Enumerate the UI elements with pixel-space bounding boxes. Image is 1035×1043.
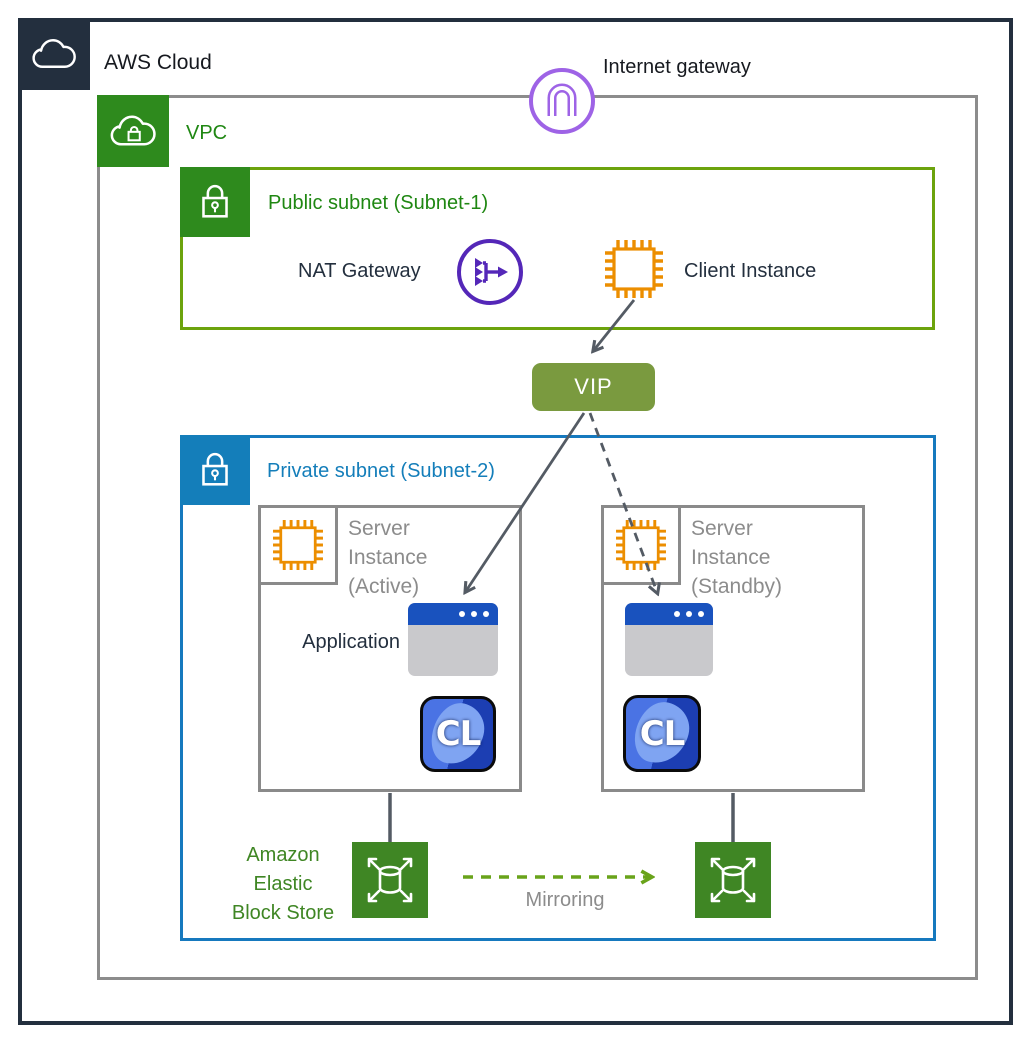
server-active-line1: Server — [348, 517, 410, 540]
cl-badge-text: CL — [435, 714, 482, 754]
aws-cloud-icon — [18, 18, 90, 90]
server-active-label: Server Instance (Active) — [348, 514, 427, 601]
mirroring-label: Mirroring — [525, 889, 605, 911]
public-subnet-lock-icon — [180, 167, 250, 237]
lock-icon — [202, 452, 228, 486]
ebs-volume-glyph — [710, 857, 756, 903]
private-subnet-label: Private subnet (Subnet-2) — [267, 460, 495, 482]
aws-cloud-label: AWS Cloud — [104, 51, 212, 74]
ebs-label-line2: Elastic — [253, 873, 313, 895]
window-dot — [459, 611, 465, 617]
vip-label: VIP — [574, 374, 613, 399]
server-standby-line3: (Standby) — [691, 575, 783, 598]
window-title-bar — [408, 603, 498, 625]
server-standby-line2: Instance — [691, 546, 771, 569]
public-subnet-label: Public subnet (Subnet-1) — [268, 192, 489, 214]
nat-gateway-glyph — [457, 239, 523, 305]
vip-badge: VIP — [532, 363, 655, 411]
public-subnet-container — [180, 167, 935, 330]
ebs-primary-icon — [352, 842, 428, 918]
server-standby-line1: Server — [691, 517, 753, 540]
ebs-volume-glyph — [367, 857, 413, 903]
nat-gateway-label: NAT Gateway — [298, 260, 421, 282]
application-window-icon-active — [408, 603, 498, 676]
window-dot — [471, 611, 477, 617]
application-window-icon-standby — [625, 603, 713, 676]
cl-badge-text: CL — [639, 713, 686, 754]
private-subnet-lock-icon — [180, 435, 250, 505]
cloud-lock-icon — [110, 115, 156, 146]
server-active-line2: Instance — [348, 546, 428, 569]
ec2-chip-icon — [605, 240, 663, 298]
vpc-icon — [97, 95, 169, 167]
ebs-label-line3: Block Store — [231, 902, 335, 924]
window-title-bar — [625, 603, 713, 625]
ec2-chip-icon — [273, 520, 323, 570]
client-instance-icon — [598, 233, 670, 305]
gateway-arch-icon — [547, 83, 577, 116]
server-standby-label: Server Instance (Standby) — [691, 514, 782, 601]
client-instance-label: Client Instance — [684, 260, 817, 282]
ebs-secondary-icon — [695, 842, 771, 918]
cluster-badge-active: CL — [420, 696, 496, 772]
internet-gateway-icon — [529, 68, 595, 134]
internet-gateway-label: Internet gateway — [603, 56, 751, 78]
cluster-badge-standby: CL — [623, 695, 701, 772]
application-label: Application — [302, 631, 400, 653]
window-dot — [674, 611, 680, 617]
nat-gateway-icon — [455, 237, 525, 307]
window-dot — [686, 611, 692, 617]
ebs-label: Amazon Elastic Block Store — [208, 841, 358, 928]
lock-icon — [202, 184, 228, 218]
server-standby-chip-box — [601, 505, 681, 585]
ec2-chip-icon — [616, 520, 666, 570]
window-dot — [483, 611, 489, 617]
server-active-chip-box — [258, 505, 338, 585]
cloud-icon — [32, 39, 76, 68]
vpc-label: VPC — [186, 122, 228, 144]
ebs-label-line1: Amazon — [246, 844, 320, 866]
server-active-line3: (Active) — [348, 575, 420, 598]
window-dot — [698, 611, 704, 617]
